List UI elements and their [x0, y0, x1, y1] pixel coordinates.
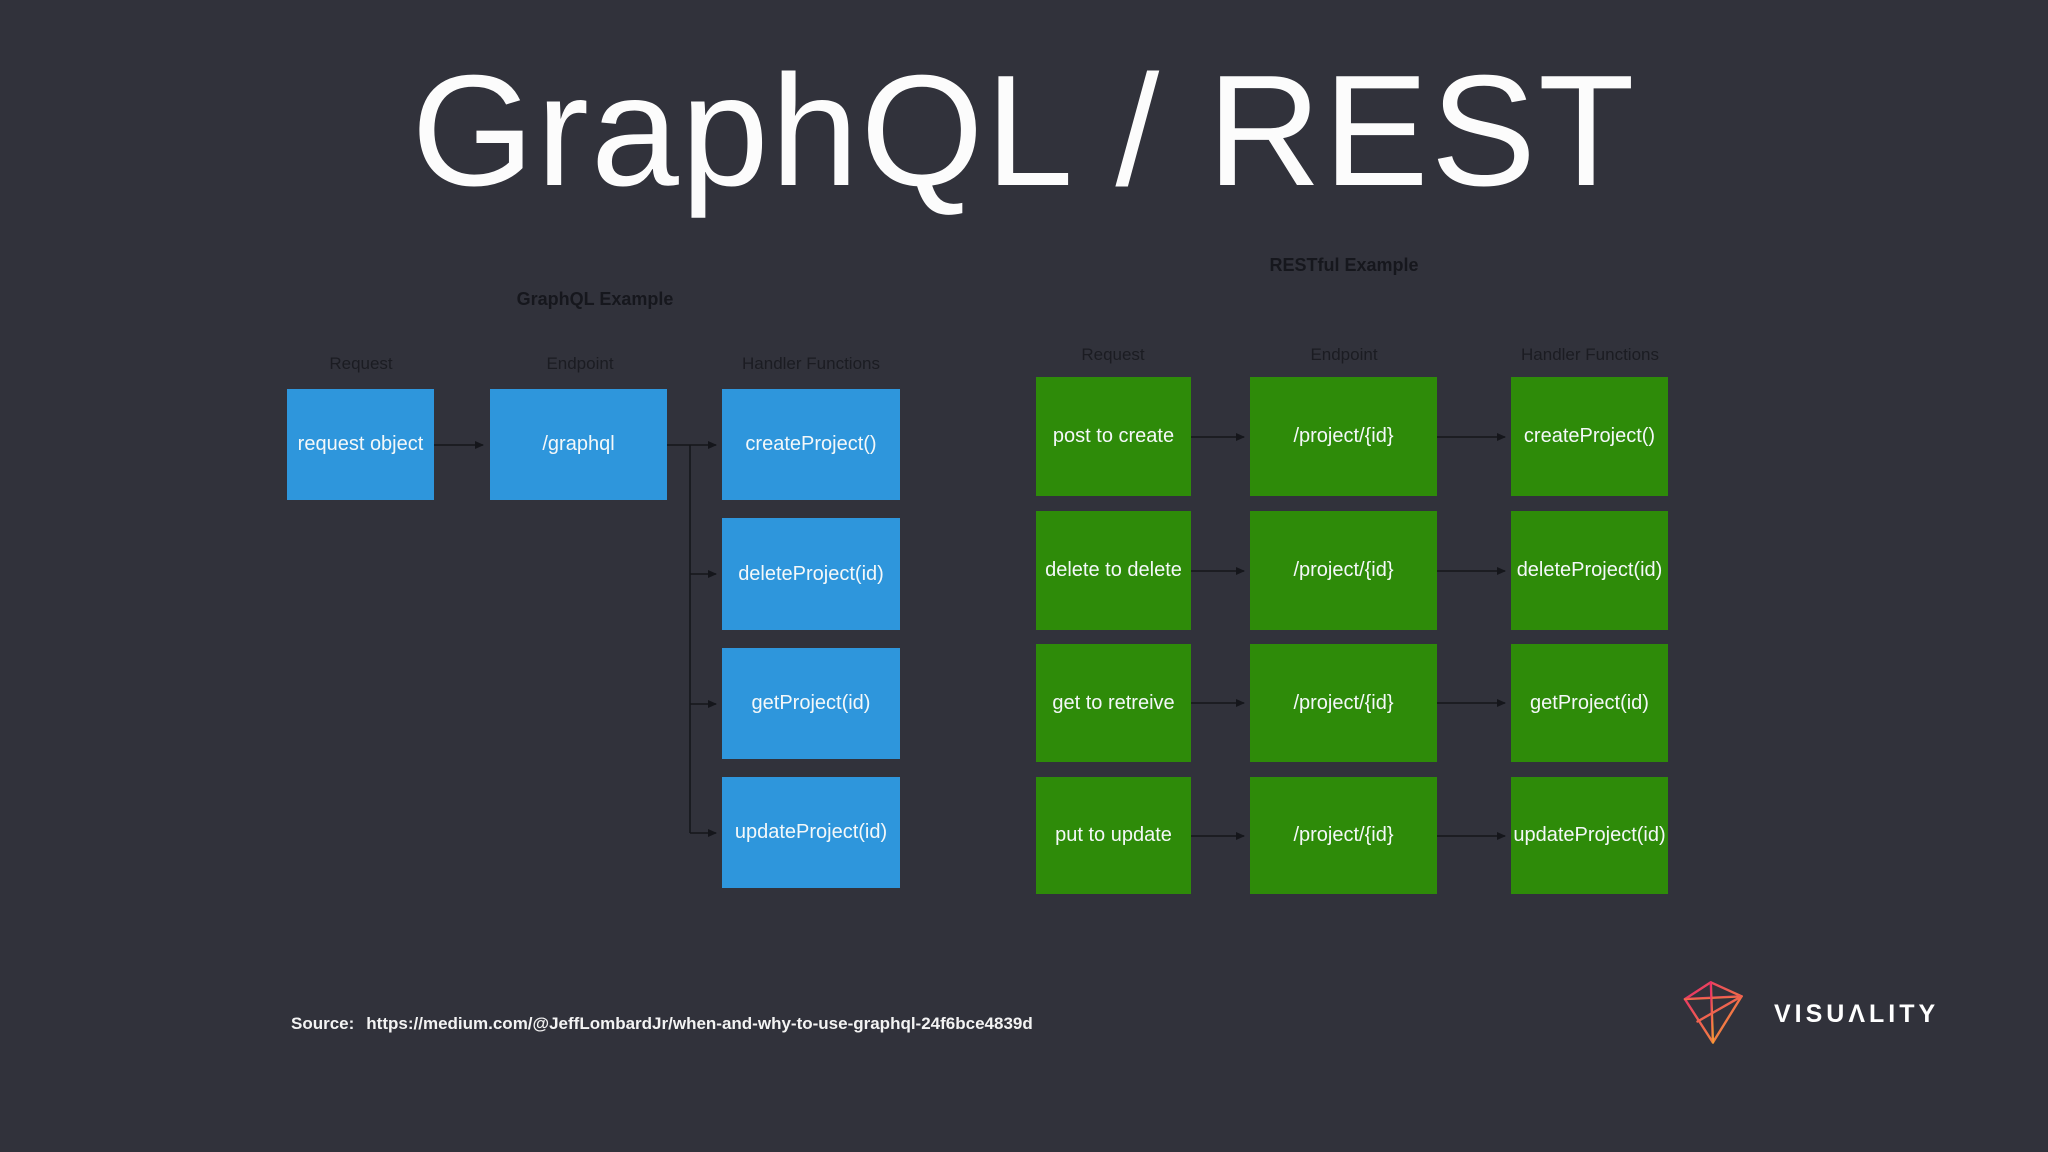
- rest-endpoint-box: /project/{id}: [1250, 377, 1437, 496]
- rest-request-box: put to update: [1036, 777, 1191, 894]
- rest-handler-box: getProject(id): [1511, 644, 1668, 762]
- rest-col-header-request: Request: [1081, 345, 1145, 364]
- graphql-section-title: GraphQL Example: [516, 289, 674, 309]
- rest-endpoint-box: /project/{id}: [1250, 511, 1437, 630]
- graphql-handler-box: getProject(id): [722, 648, 900, 759]
- graphql-col-header-request: Request: [329, 354, 393, 373]
- page-title: GraphQL / REST: [411, 43, 1637, 219]
- visuality-logo-icon: [1683, 981, 1743, 1044]
- rest-request-box: get to retreive: [1036, 644, 1191, 762]
- rest-handler-box: deleteProject(id): [1511, 511, 1668, 630]
- graphql-col-header-handlers: Handler Functions: [742, 354, 880, 373]
- rest-section-title: RESTful Example: [1269, 255, 1419, 275]
- graphql-col-header-endpoint: Endpoint: [546, 354, 614, 373]
- rest-request-box: post to create: [1036, 377, 1191, 496]
- rest-col-header-endpoint: Endpoint: [1310, 345, 1378, 364]
- rest-handler-box: createProject(): [1511, 377, 1668, 496]
- rest-col-header-handlers: Handler Functions: [1521, 345, 1659, 364]
- graphql-request-box: request object: [287, 389, 434, 500]
- graphql-handler-box: deleteProject(id): [722, 518, 900, 630]
- rest-endpoint-box: /project/{id}: [1250, 644, 1437, 762]
- graphql-handler-box: updateProject(id): [722, 777, 900, 888]
- source-url: https://medium.com/@JeffLombardJr/when-a…: [366, 1014, 1033, 1033]
- graphql-handler-box: createProject(): [722, 389, 900, 500]
- graphql-endpoint-box: /graphql: [490, 389, 667, 500]
- rest-request-box: delete to delete: [1036, 511, 1191, 630]
- brand-lockup: VISUΛLITY: [1680, 978, 1939, 1044]
- rest-handler-box: updateProject(id): [1511, 777, 1668, 894]
- source-line: Source: https://medium.com/@JeffLombardJr…: [291, 1014, 1033, 1034]
- source-label: Source:: [291, 1014, 355, 1033]
- brand-name: VISUΛLITY: [1774, 999, 1940, 1028]
- rest-endpoint-box: /project/{id}: [1250, 777, 1437, 894]
